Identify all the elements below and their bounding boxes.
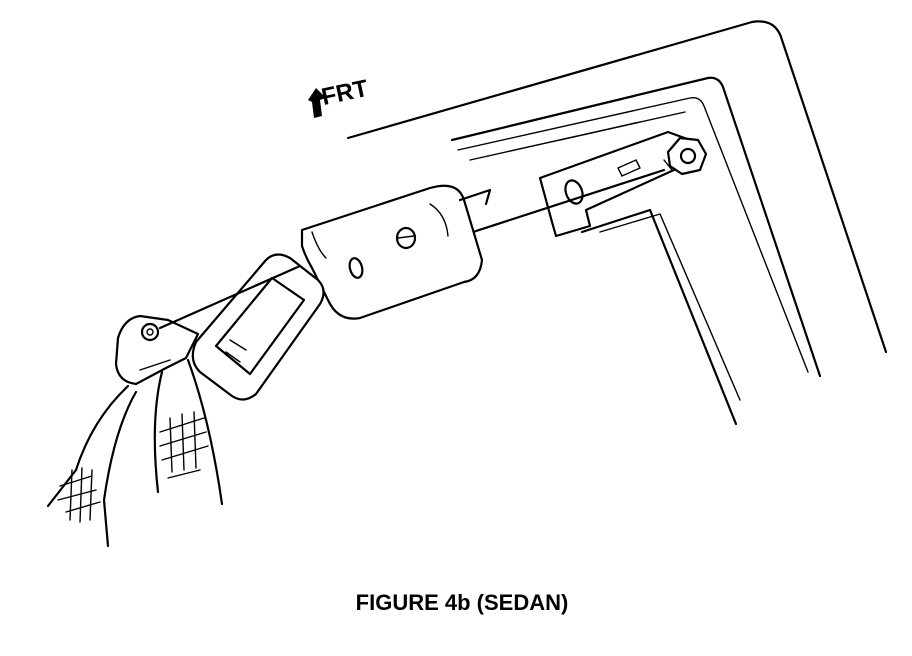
roof-body-panel	[346, 20, 888, 426]
nut-icon	[663, 136, 708, 176]
seatbelt-webbing	[46, 358, 224, 548]
figure-caption: FIGURE 4b (SEDAN)	[355, 590, 569, 615]
front-arrow-icon	[308, 88, 326, 118]
height-adjuster-bracket	[300, 184, 492, 320]
belt-upper-anchor	[114, 264, 302, 386]
seatbelt-guide-icon	[191, 253, 325, 401]
